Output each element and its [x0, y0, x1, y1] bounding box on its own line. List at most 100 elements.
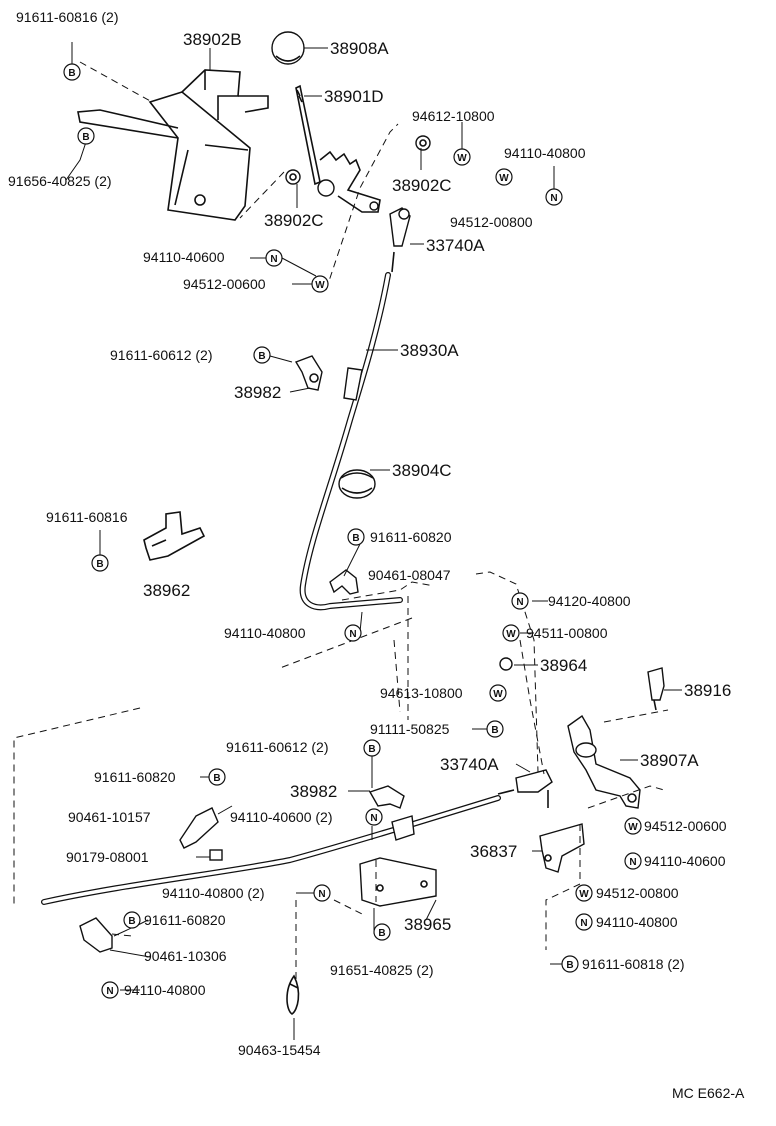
svg-text:B: B — [213, 773, 220, 784]
bracket-38902b-drawing — [77, 69, 269, 221]
clamp-38982-lower-drawing — [368, 785, 405, 809]
bracket-38962-drawing — [143, 511, 206, 561]
part-label: 38902B — [183, 30, 242, 49]
svg-text:B: B — [491, 725, 498, 736]
part-label: 38907A — [640, 751, 699, 770]
diagram-code: MC E662-A — [672, 1085, 745, 1101]
badge-n-icon: N — [344, 624, 362, 642]
lever-38901d-drawing — [295, 84, 381, 213]
leader-lines — [13, 42, 682, 1040]
svg-text:W: W — [315, 280, 325, 291]
part-label: 33740A — [426, 236, 485, 255]
svg-text:N: N — [629, 857, 636, 868]
svg-text:W: W — [506, 629, 516, 640]
bushing-38902c-upper-drawing — [415, 135, 431, 151]
badge-w-icon: W — [495, 168, 513, 186]
clamp-90461-08047-drawing — [329, 569, 359, 595]
svg-text:N: N — [349, 629, 356, 640]
badge-n-icon: N — [545, 188, 563, 206]
part-label: 91611-60818 (2) — [582, 956, 684, 972]
part-label: 91611-60612 (2) — [226, 739, 328, 755]
part-label: 38930A — [400, 341, 459, 360]
part-label: 90179-08001 — [66, 849, 149, 865]
badge-b-icon: B — [77, 127, 95, 145]
part-label: 91611-60820 — [94, 769, 176, 785]
part-label: 38916 — [684, 681, 731, 700]
badge-n-icon: N — [365, 808, 383, 826]
svg-text:B: B — [566, 960, 573, 971]
part-label: 91611-60612 (2) — [110, 347, 212, 363]
grommet-38904c-drawing — [338, 469, 376, 499]
part-label: 90461-08047 — [368, 567, 451, 583]
svg-text:B: B — [128, 916, 135, 927]
part-label: 38904C — [392, 461, 452, 480]
part-label: 94512-00600 — [183, 276, 266, 292]
badges: B B W N W N W B B B N N W W B B B N W N … — [63, 63, 642, 999]
badge-w-icon: W — [489, 684, 507, 702]
part-labels: 91611-60816 (2) 38902B 38908A 38901D 916… — [8, 9, 745, 1101]
svg-text:N: N — [370, 813, 377, 824]
part-label: 94110-40600 — [143, 249, 225, 265]
bracket-36837-drawing — [539, 823, 585, 873]
badge-w-icon: W — [575, 884, 593, 902]
nut-38964-drawing — [499, 657, 513, 671]
part-label: 94110-40800 — [124, 982, 206, 998]
part-label: 94120-40800 — [548, 593, 631, 609]
part-label: 90461-10306 — [144, 948, 227, 964]
part-label: 94612-10800 — [412, 108, 495, 124]
part-label: 94110-40600 — [644, 853, 726, 869]
svg-text:B: B — [82, 132, 89, 143]
part-label: 94110-40800 — [224, 625, 306, 641]
cable-end-33740a-upper-drawing — [389, 207, 411, 247]
badge-b-icon: B — [253, 346, 271, 364]
cable-tie-90463-15454-drawing — [286, 974, 300, 1015]
pin-38916-drawing — [647, 667, 665, 711]
svg-text:N: N — [270, 254, 277, 265]
cable-38930a-drawing — [299, 251, 403, 611]
lever-38907a-drawing — [567, 714, 641, 809]
part-label: 94613-10800 — [380, 685, 463, 701]
badge-b-icon: B — [63, 63, 81, 81]
part-label: 91651-40825 (2) — [330, 962, 434, 978]
part-label: 91611-60820 — [144, 912, 226, 928]
part-label: 94110-40800 (2) — [162, 885, 264, 901]
svg-text:N: N — [106, 986, 113, 997]
part-label: 91111-50825 — [370, 721, 450, 737]
svg-text:B: B — [258, 351, 265, 362]
part-label: 38902C — [264, 211, 324, 230]
svg-text:W: W — [579, 889, 589, 900]
part-label: 91611-60816 — [46, 509, 128, 525]
part-label: 91656-40825 (2) — [8, 173, 112, 189]
part-label: 94512-00800 — [596, 885, 679, 901]
badge-w-icon: W — [453, 148, 471, 166]
badge-w-icon: W — [502, 624, 520, 642]
clamp-90461-10157-drawing — [179, 807, 219, 849]
badge-b-icon: B — [363, 739, 381, 757]
bracket-38965-drawing — [359, 857, 437, 907]
part-label: 94511-00800 — [526, 625, 608, 641]
svg-text:B: B — [68, 68, 75, 79]
cable-end-33740a-lower-drawing — [515, 769, 553, 808]
part-label: 38962 — [143, 581, 190, 600]
clamp-38982-upper-drawing — [294, 355, 323, 391]
part-label: 38964 — [540, 656, 587, 675]
badge-b-icon: B — [91, 554, 109, 572]
part-label: 90463-15454 — [238, 1042, 321, 1058]
svg-text:B: B — [378, 928, 385, 939]
badge-b-icon: B — [347, 528, 365, 546]
knob-38908a-drawing — [271, 31, 305, 65]
badge-n-icon: N — [265, 249, 283, 267]
badge-b-icon: B — [123, 911, 141, 929]
part-label: 38901D — [324, 87, 384, 106]
part-label: 38982 — [234, 383, 281, 402]
badge-w-icon: W — [311, 275, 329, 293]
badge-b-icon: B — [486, 720, 504, 738]
part-label: 90461-10157 — [68, 809, 151, 825]
part-label: 38965 — [404, 915, 451, 934]
badge-w-icon: W — [624, 817, 642, 835]
badge-b-icon: B — [208, 768, 226, 786]
badge-b-icon: B — [373, 923, 391, 941]
badge-n-icon: N — [313, 884, 331, 902]
part-label: 36837 — [470, 842, 517, 861]
